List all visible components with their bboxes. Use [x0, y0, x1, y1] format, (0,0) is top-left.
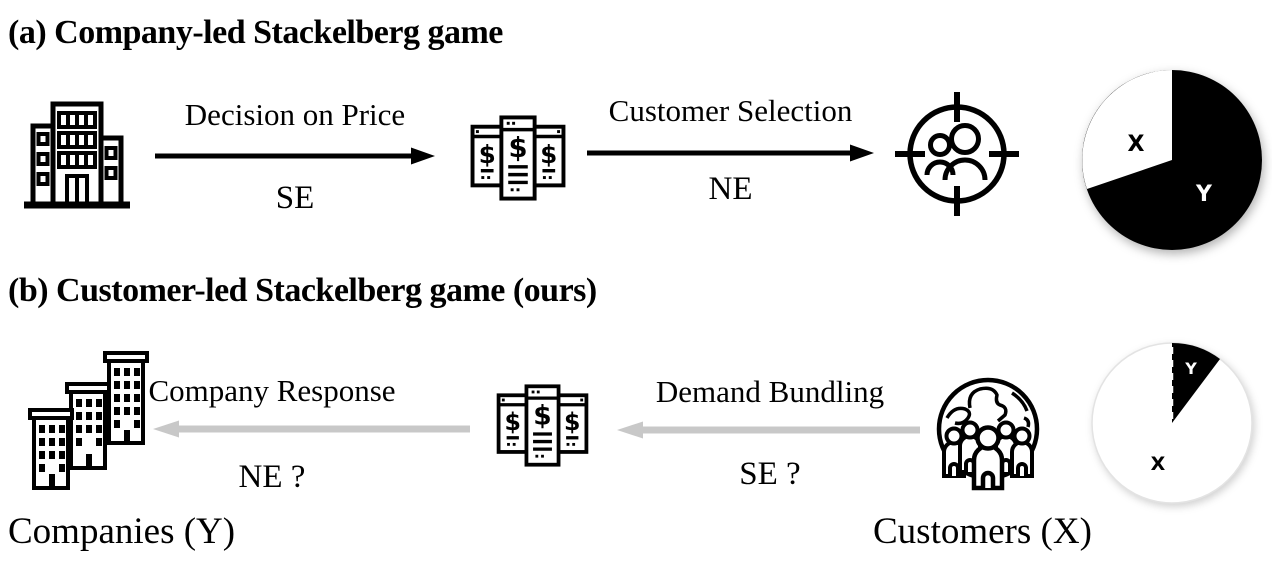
dollar-glyph: $	[508, 133, 527, 164]
pie-b-slice-y-label: Y	[1184, 359, 1197, 378]
ne-question-label: NE ?	[238, 459, 306, 495]
arrow-right-ne	[587, 144, 874, 162]
company-building-icon	[24, 101, 130, 209]
pie-b-slice-x-label: X	[1151, 453, 1166, 475]
section-b-title: (b) Customer-led Stackelberg game (ours)	[8, 272, 597, 309]
pie-a-slice-x-label: X	[1128, 132, 1145, 157]
dollar-glyph: $	[533, 401, 551, 432]
price-tags-icon: $ $ $	[470, 115, 566, 201]
section-a-title: (a) Company-led Stackelberg game	[8, 14, 503, 51]
dollar-glyph: $	[505, 408, 521, 436]
pie-chart-customer-led: Y X	[1091, 342, 1253, 504]
demand-bundling-label: Demand Bundling	[655, 374, 885, 409]
arrow-left-se	[617, 421, 920, 439]
dollar-glyph: $	[479, 140, 496, 169]
dollar-glyph: $	[564, 408, 580, 436]
ne-label: NE	[708, 171, 753, 207]
arrow-right-se	[155, 147, 435, 165]
dollar-glyph: $	[540, 140, 557, 169]
pie-chart-company-led: X Y	[1082, 70, 1262, 250]
customers-caption: Customers (X)	[873, 511, 1092, 552]
customer-selection-label: Customer Selection	[608, 93, 853, 128]
se-question-label: SE ?	[739, 456, 801, 492]
companies-caption: Companies (Y)	[8, 511, 236, 552]
price-tags-icon: $ $ $	[496, 384, 589, 467]
pie-a-slice-y-label: Y	[1195, 182, 1213, 207]
customer-target-icon	[895, 92, 1019, 216]
companies-buildings-icon	[28, 351, 149, 490]
arrow-left-ne	[153, 420, 470, 438]
customers-globe-crowd-icon	[936, 377, 1040, 491]
decision-on-price-label: Decision on Price	[184, 97, 406, 132]
company-response-label: Company Response	[148, 373, 396, 408]
se-label: SE	[275, 180, 315, 216]
